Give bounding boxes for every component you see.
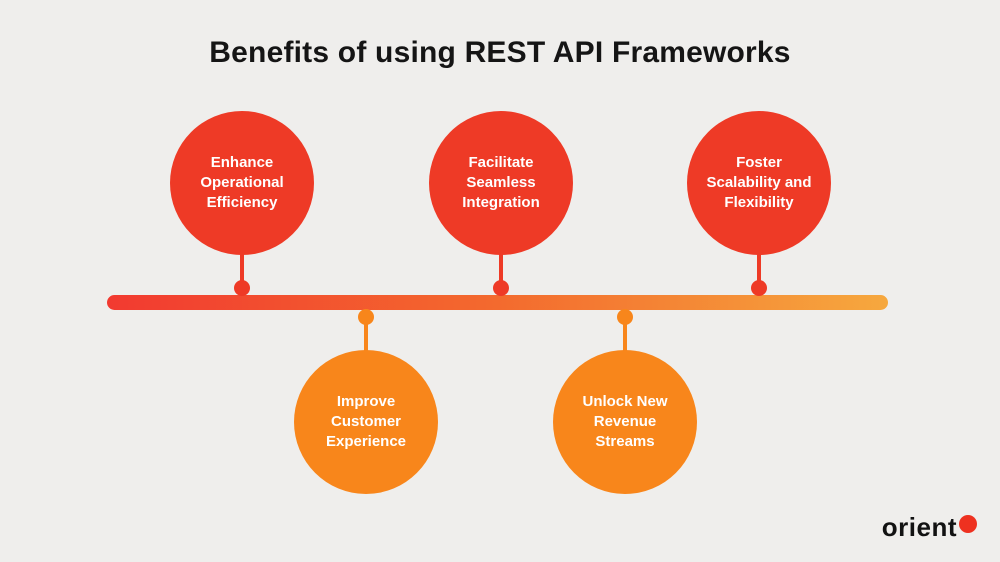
benefit-circle: Enhance Operational Efficiency [170, 111, 314, 255]
connector-stem [240, 252, 244, 282]
timeline-bar [107, 295, 888, 310]
timeline-dot [751, 280, 767, 296]
connector-stem [364, 316, 368, 352]
brand-logo: orient [882, 514, 977, 540]
benefit-circle: Improve Customer Experience [294, 350, 438, 494]
benefit-circle: Unlock New Revenue Streams [553, 350, 697, 494]
brand-logo-dot-icon [959, 515, 977, 533]
benefit-label: Enhance Operational Efficiency [200, 154, 284, 211]
benefit-label: Facilitate Seamless Integration [462, 154, 540, 211]
timeline-dot [234, 280, 250, 296]
connector-stem [499, 252, 503, 282]
benefit-circle: Foster Scalability and Flexibility [687, 111, 831, 255]
benefit-label: Foster Scalability and Flexibility [706, 154, 812, 211]
benefit-label: Unlock New Revenue Streams [582, 393, 668, 450]
page-title: Benefits of using REST API Frameworks [209, 36, 791, 69]
benefit-label: Improve Customer Experience [325, 393, 407, 450]
connector-stem [757, 252, 761, 282]
benefit-circle: Facilitate Seamless Integration [429, 111, 573, 255]
brand-logo-text: orient [881, 512, 957, 542]
timeline-dot [493, 280, 509, 296]
connector-stem [623, 316, 627, 352]
